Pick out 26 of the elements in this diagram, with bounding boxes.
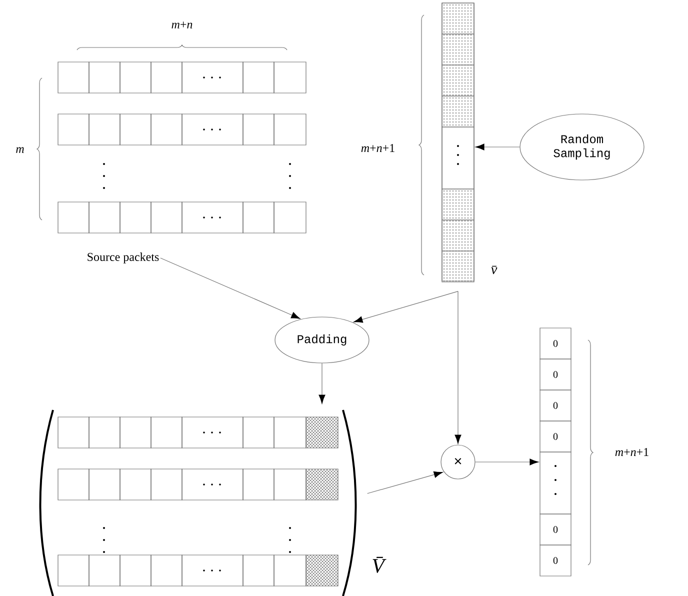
arrow [354,291,458,323]
node-label: 0 [553,402,558,409]
padded-matrix [58,468,338,586]
arrow [367,471,443,494]
node-label: 0 [553,526,558,533]
arrow [160,258,300,319]
dimension-label: m+n [172,22,192,28]
matrix-symbol: V̄ [372,556,386,574]
dimension-label: m [16,147,24,153]
zero-vector: 0 0 0 0 0 0 [540,328,572,576]
padded-matrix [39,410,357,596]
arrow [475,458,539,466]
padded-matrix [58,416,338,500]
vector-symbol: v̄ [491,266,498,274]
padded-matrix [58,416,306,448]
arrow [475,144,520,150]
node-label: 0 [553,557,558,564]
arrow [454,291,462,444]
arrow [318,363,326,404]
node-label: 0 [553,371,558,378]
dimension-label: m+n+1 [615,448,648,456]
matrix-caption: Source packets [88,252,159,264]
node-label: 0 [553,340,558,347]
dimension-label: m+n+1 [361,144,394,152]
vector-column [442,2,474,282]
node-label: 0 [553,433,558,440]
